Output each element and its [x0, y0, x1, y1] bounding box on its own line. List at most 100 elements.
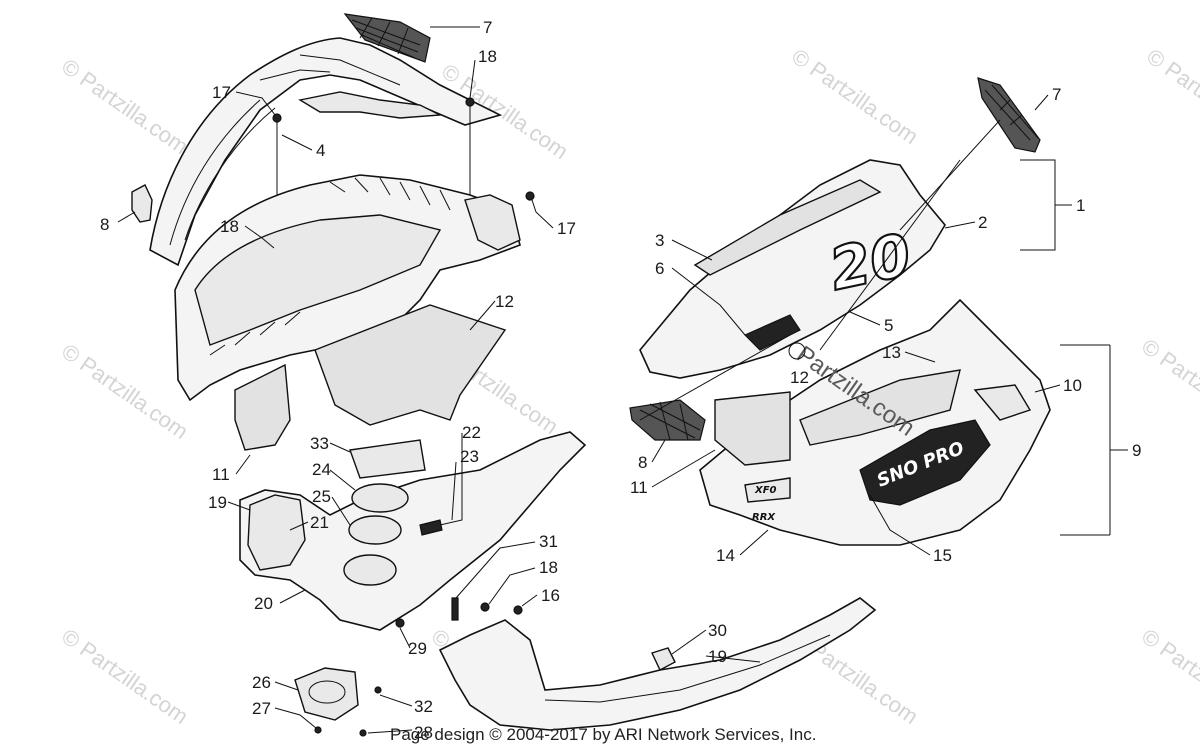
callout-label: 6	[655, 259, 664, 278]
leader-10	[1034, 384, 1061, 393]
hood-side-bracket	[464, 194, 521, 251]
grille-mesh-lines	[351, 17, 421, 59]
callout-label: 14	[716, 546, 735, 565]
leader-11	[235, 454, 251, 475]
callout-label: 11	[212, 465, 230, 484]
watermark: © Partzilla.com	[1142, 44, 1200, 150]
hood-ribs	[209, 311, 301, 356]
assembly-line-right2	[639, 334, 791, 421]
leader-11b	[651, 449, 716, 488]
watermark: © Partzilla.com	[1137, 334, 1200, 440]
lower-hardware	[294, 597, 523, 737]
callout-label: 27	[252, 699, 271, 718]
opening-20	[343, 554, 397, 586]
leader-16	[521, 594, 538, 607]
leader-18c	[488, 567, 536, 605]
callout-label: 13	[882, 343, 901, 362]
watermark: © Partzilla.com	[787, 44, 923, 150]
bolt-17-right	[525, 191, 535, 201]
leader-17b	[531, 199, 554, 229]
callout-label: 11	[630, 478, 648, 497]
screw-28	[359, 729, 367, 737]
leader-25	[331, 496, 351, 526]
copyright-footer: Page design © 2004-2017 by ARI Network S…	[390, 725, 816, 744]
callout-label: 18	[539, 558, 558, 577]
vent-mesh-lines	[984, 84, 1039, 141]
badge-text-top: XF0	[754, 485, 777, 496]
nut-18	[465, 97, 475, 107]
bumper-contour	[544, 634, 831, 703]
foam-strip-13	[799, 369, 961, 446]
callout-label: 9	[1132, 441, 1141, 460]
bracket-1	[1020, 159, 1072, 251]
callout-label: 26	[252, 673, 271, 692]
leader-31	[455, 541, 536, 599]
bumper-19	[438, 597, 877, 731]
hood-top-panel	[149, 13, 503, 267]
callout-label: 17	[557, 219, 576, 238]
hood-fins	[329, 177, 451, 211]
leader-26	[274, 681, 299, 691]
leader-23	[451, 461, 457, 521]
callout-label: 24	[312, 460, 331, 479]
leader-8	[117, 211, 136, 223]
callout-label: 29	[408, 639, 427, 658]
callout-label: 7	[1052, 85, 1061, 104]
watermark: © Partzilla.com	[57, 54, 193, 160]
plate-26	[294, 667, 359, 721]
decal-black-field	[859, 419, 991, 506]
leader-7b	[1034, 94, 1049, 111]
clip-22	[419, 519, 443, 536]
leader-2	[944, 221, 976, 229]
bolt-16	[513, 605, 523, 615]
leader-12	[469, 300, 496, 331]
leader-17	[235, 91, 276, 116]
leader-18b	[244, 225, 275, 249]
leader-5	[849, 311, 881, 326]
watermark: © Partzilla.com	[57, 624, 193, 730]
leader-32	[379, 694, 413, 707]
badge-text-bottom: RRX	[752, 512, 776, 523]
leader-22	[439, 433, 463, 526]
belly-pan-assembly	[239, 431, 587, 631]
callout-label: 16	[541, 586, 560, 605]
callout-label: 19	[208, 493, 227, 512]
vent-8-right	[629, 399, 706, 441]
copyright-circle	[788, 342, 806, 360]
leader-8b	[651, 439, 666, 463]
watermark: © Partzilla.com	[1137, 624, 1200, 730]
callout-label: 2	[978, 213, 987, 232]
callout-label: 19	[708, 647, 727, 666]
callout-label: 1	[1076, 196, 1085, 215]
leader-19	[227, 501, 251, 511]
callout-labels: 7 18 17 4 8 18 17 12 11 33 22 24 23 19 2…	[100, 18, 1141, 742]
vent-8-mesh	[639, 401, 701, 441]
leader-24	[329, 469, 356, 491]
callout-label: 5	[884, 316, 893, 335]
side-vent-8	[131, 184, 153, 223]
callout-label: 8	[638, 453, 647, 472]
side-panel-lower: SNO PRO XF0 RRX	[629, 298, 1051, 546]
callout-label: 3	[655, 231, 664, 250]
callout-label: 4	[316, 141, 325, 160]
leader-18	[469, 59, 476, 99]
foam-blocks-left	[234, 304, 507, 451]
leader-28	[367, 729, 413, 734]
rivet-32	[374, 686, 382, 694]
leader-29	[399, 627, 411, 649]
callout-label: 33	[310, 434, 329, 453]
callout-label: 18	[220, 217, 239, 236]
callout-label: 10	[1063, 376, 1082, 395]
screw-27	[314, 726, 322, 734]
nut-18-lower-right	[480, 602, 490, 612]
callout-label: 8	[100, 215, 109, 234]
callout-label: 25	[312, 487, 331, 506]
plate-26-hole	[308, 680, 346, 704]
callout-label: 7	[483, 18, 492, 37]
foam-12	[314, 304, 507, 426]
callout-label: 15	[933, 546, 952, 565]
foam-strip-3	[693, 179, 882, 276]
leader-3	[671, 239, 713, 261]
